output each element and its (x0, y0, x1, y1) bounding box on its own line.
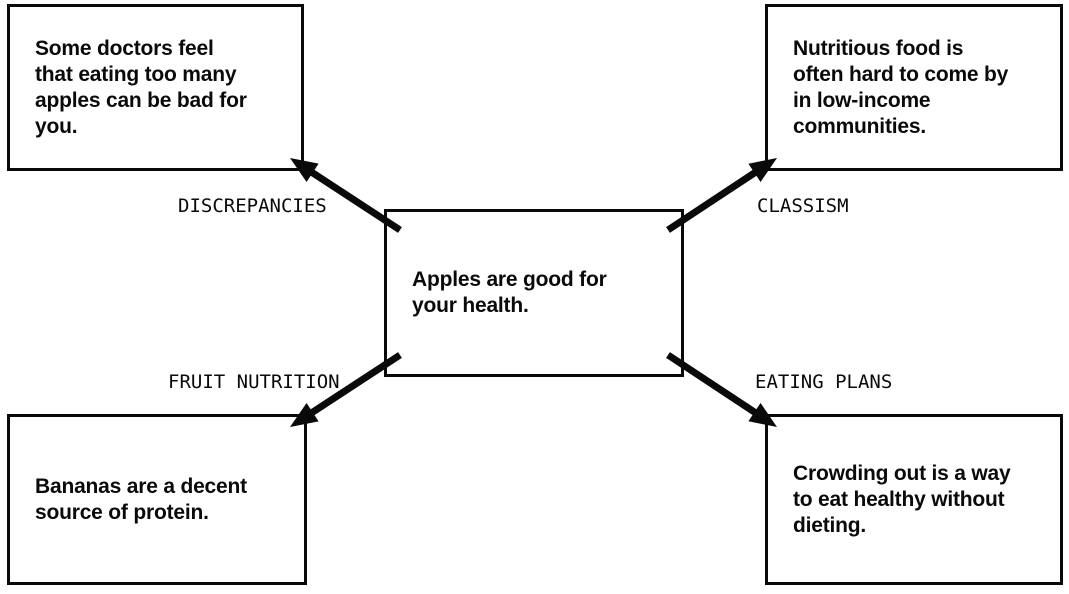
node-eating-plans-text: Crowding out is a way to eat healthy wit… (793, 461, 1011, 537)
node-central-claim: Apples are good for your health. (384, 209, 684, 377)
arrow-classism (666, 158, 777, 233)
node-fruit-nutrition: Bananas are a decent source of protein. (7, 414, 307, 585)
node-classism: Nutritious food is often hard to come by… (765, 4, 1063, 171)
node-discrepancies: Some doctors feel that eating too many a… (7, 4, 304, 171)
node-classism-text: Nutritious food is often hard to come by… (793, 36, 1009, 138)
edge-label-eating-plans: EATING PLANS (755, 371, 893, 393)
node-fruit-nutrition-text: Bananas are a decent source of protein. (35, 474, 247, 524)
edge-label-fruit-nutrition: FRUIT NUTRITION (168, 371, 340, 393)
node-discrepancies-text: Some doctors feel that eating too many a… (35, 36, 247, 138)
edge-label-classism: CLASSISM (757, 195, 849, 217)
node-eating-plans: Crowding out is a way to eat healthy wit… (765, 414, 1063, 585)
node-central-claim-text: Apples are good for your health. (412, 268, 607, 317)
edge-label-discrepancies: DISCREPANCIES (178, 195, 327, 217)
